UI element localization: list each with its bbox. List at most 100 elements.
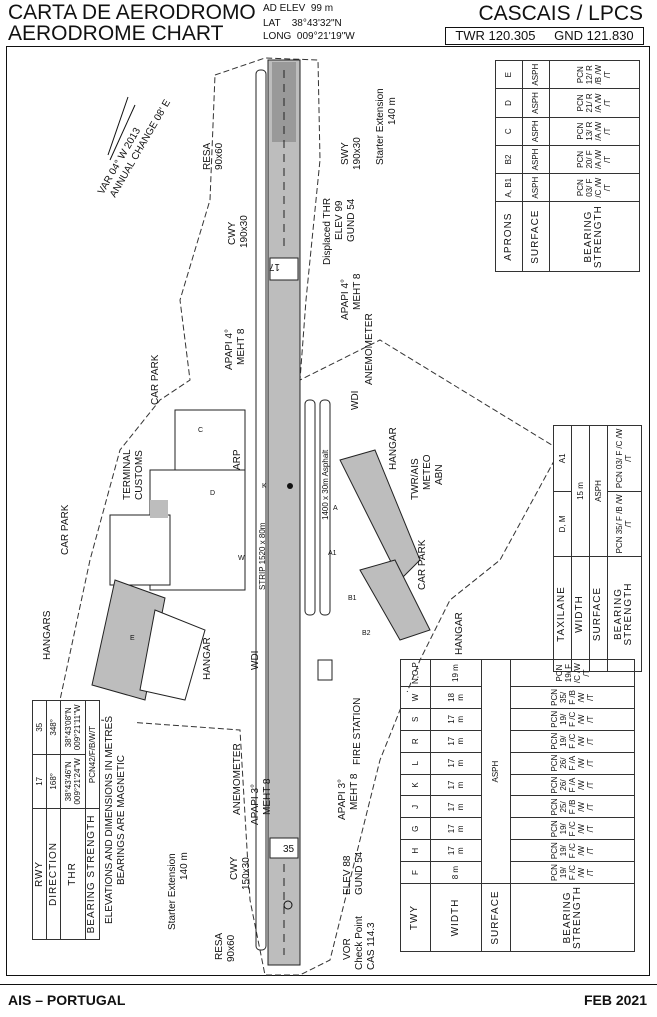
thr-header: THR bbox=[60, 808, 86, 940]
hangar-east-label: HANGAR bbox=[388, 427, 399, 470]
threshold-35 bbox=[269, 837, 299, 859]
runway-17-designator: 17 bbox=[268, 261, 280, 272]
bearing-cell: PCN 26/ F /A /W /T bbox=[510, 774, 635, 796]
latitude: LAT 38°43'32"N bbox=[263, 18, 342, 29]
taxilane-cell: A1 bbox=[553, 425, 572, 492]
surface-cell: ASPH bbox=[522, 60, 550, 89]
bearing-header: BEARING STRENGTH bbox=[607, 556, 642, 672]
apron-b bbox=[359, 559, 431, 641]
twy-cell: R bbox=[400, 730, 431, 753]
footer-date: FEB 2021 bbox=[583, 992, 647, 1008]
gund-35-label: GUND 54 bbox=[354, 851, 365, 895]
twy-header: TWY bbox=[400, 883, 431, 952]
bearing-cell: PCN 25/ F /B /W /T bbox=[510, 795, 635, 818]
bearing-cell: PCN 26/ F /A /W /T bbox=[510, 752, 635, 775]
twy-cell: K bbox=[400, 774, 431, 796]
annual-change-label: ANNUAL CHANGE 08' E bbox=[108, 98, 173, 200]
width-cell: 8 m bbox=[430, 861, 482, 884]
apron-d-label: D bbox=[210, 490, 215, 497]
apron-c-label: C bbox=[198, 427, 203, 434]
apron-a-label: A bbox=[333, 505, 338, 512]
footer-rule bbox=[0, 984, 657, 985]
surface-header: SURFACE bbox=[589, 556, 608, 672]
twy-cell: J bbox=[400, 795, 431, 818]
cwy-south-dims: 150x30 bbox=[241, 857, 252, 890]
twy-cell: N,O,P bbox=[400, 659, 431, 687]
width-cell: 17 m bbox=[430, 752, 482, 775]
fire-station-building bbox=[317, 659, 333, 681]
twr-frequency: TWR 120.305 bbox=[455, 28, 536, 43]
apron-cell: E bbox=[495, 60, 523, 89]
car-park-east-label: CAR PARK bbox=[417, 539, 428, 590]
width-cell: 17 m bbox=[430, 795, 482, 818]
apapi-north-west-label: APAPI 4° bbox=[224, 329, 235, 370]
surface-cell: ASPH bbox=[589, 425, 608, 557]
taxiway-w-label: W bbox=[238, 555, 245, 562]
fire-station-label: FIRE STATION bbox=[352, 698, 363, 765]
magnetic-north-arrow bbox=[107, 96, 129, 156]
taxiway-west bbox=[255, 69, 267, 951]
ad-elevation: AD ELEV 99 m bbox=[263, 3, 334, 14]
runway-dimensions-label: 1400 x 30m Asphalt bbox=[321, 449, 330, 520]
threshold-17 bbox=[269, 257, 299, 281]
hangar-south-label: HANGAR bbox=[454, 612, 465, 655]
surface-cell: ASPH bbox=[522, 117, 550, 146]
aprons-header: APRONS bbox=[495, 201, 523, 272]
runway bbox=[267, 59, 301, 966]
bearing-cell: PCN 19/ F /C /W /T bbox=[510, 839, 635, 862]
strip-dimensions-label: STRIP 1520 x 80m bbox=[258, 522, 267, 590]
bearing-cell: PCN 13/ R /A /W /T bbox=[549, 117, 640, 146]
bearing-cell: PCN 19/ F /C /W /T bbox=[510, 730, 635, 753]
bearing-cell: PCN 19/ F /C /W /T bbox=[510, 817, 635, 840]
bearing-cell: PCN 03/ F /C /W /T bbox=[607, 425, 642, 492]
vor-checkpoint-label: Check Point bbox=[354, 916, 365, 970]
apapi-north-west-meht: MEHT 8 bbox=[236, 328, 247, 365]
bearing-cell: PCN 35/ F /B /W /T bbox=[510, 686, 635, 709]
bearing-cell: PCN 21/ R /A /W /T bbox=[549, 88, 640, 118]
surface-cell: ASPH bbox=[522, 173, 550, 202]
bearing-header: BEARING STRENGTH bbox=[510, 883, 635, 952]
width-cell: 18 m bbox=[430, 686, 482, 709]
rwy-cell: 17 bbox=[32, 754, 47, 809]
resa-north-label: RESA bbox=[202, 142, 213, 170]
apron-cell: D bbox=[495, 88, 523, 118]
aerodrome-name: CASCAIS / LPCS bbox=[478, 2, 643, 25]
width-cell: 17 m bbox=[430, 774, 482, 796]
true-north-arrow bbox=[109, 104, 136, 161]
runway-35-designator: 35 bbox=[283, 844, 295, 855]
apapi-south-east-meht: MEHT 8 bbox=[349, 773, 360, 810]
hangars-label: HANGARS bbox=[42, 610, 53, 660]
car-park-north-label: CAR PARK bbox=[150, 354, 161, 405]
apapi-south-east-label: APAPI 3° bbox=[337, 779, 348, 820]
bearing-cell: PCN 20/ F /A /W /T bbox=[549, 145, 640, 174]
apron-e-label: E bbox=[130, 635, 135, 642]
apron-cell: A, B1 bbox=[495, 173, 523, 202]
vor-checkpoint-marker bbox=[283, 900, 293, 910]
chart-frame bbox=[6, 46, 650, 976]
width-cell: 17 m bbox=[430, 839, 482, 862]
swy-label: SWY bbox=[340, 142, 351, 165]
twy-cell: H bbox=[400, 839, 431, 862]
longitude: LONG 009°21'19"W bbox=[263, 31, 355, 42]
hangar-west-label: HANGAR bbox=[202, 637, 213, 680]
terminal-building bbox=[109, 514, 171, 586]
surface-cell: ASPH bbox=[522, 145, 550, 174]
resa-north-dims: 90x60 bbox=[214, 142, 225, 170]
bearing-cell: PCN 35/ F /B /W /T bbox=[607, 491, 642, 557]
apapi-south-west-label: APAPI 3° bbox=[250, 784, 261, 825]
resa-south-dims: 90x60 bbox=[226, 934, 237, 962]
width-header: WIDTH bbox=[430, 883, 482, 952]
wdi-north-label: WDI bbox=[350, 391, 361, 410]
apron-cell: B2 bbox=[495, 145, 523, 174]
starter-ext-north-length: 140 m bbox=[387, 97, 398, 125]
terminal-apron bbox=[150, 500, 168, 518]
surface-header: SURFACE bbox=[522, 201, 550, 272]
cwy-north-dims: 190x30 bbox=[239, 215, 250, 248]
apapi-north-east-meht: MEHT 8 bbox=[352, 273, 363, 310]
cwy-north-label: CWY bbox=[227, 221, 238, 245]
